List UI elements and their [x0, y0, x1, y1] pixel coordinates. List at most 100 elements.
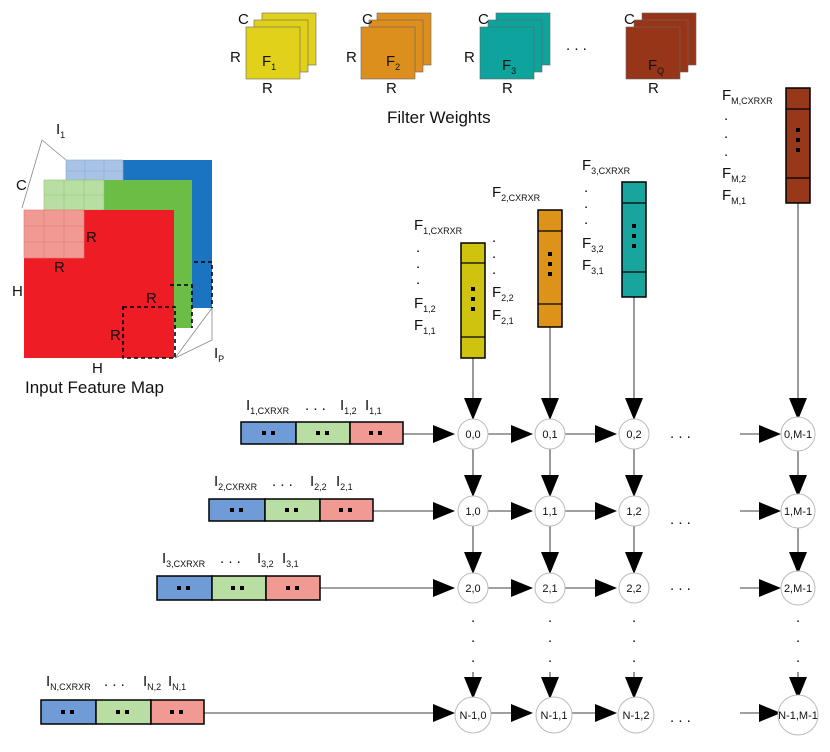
- fm-dashed-patch-red: [122, 306, 176, 359]
- weight-column-m-bar: [785, 87, 811, 204]
- pe-n-1-label: N-1,1: [541, 710, 568, 722]
- pe-1-0-label: 1,0: [465, 506, 480, 518]
- grid-row2-ellipsis: . . .: [670, 511, 691, 528]
- input-row-3-dot-6: [295, 586, 299, 590]
- grid-col2-vdot-3: .: [632, 649, 636, 666]
- input-row-2-label-ellipsis: . . .: [272, 473, 293, 490]
- input-row-2-label-1: I2,1: [336, 473, 353, 492]
- input-row-3-label-cxrxr: I3,CXRXR: [162, 550, 206, 569]
- weight-column-1-low-label: F1,1: [414, 317, 436, 336]
- input-row-n-seg-blue: [40, 699, 97, 725]
- weight-column-3-bar: [621, 181, 647, 298]
- weight-column-m-dot-2: [796, 138, 800, 142]
- pe-n-0-label: N-1,0: [460, 710, 487, 722]
- fm-h-bottom-label: H: [92, 360, 103, 377]
- input-row-3-label-ellipsis: . . .: [220, 550, 241, 567]
- input-row-2-dot-6: [348, 508, 352, 512]
- input-row-n-dot-2: [70, 710, 74, 714]
- input-row-2: I2,CXRXR . . . I2,2 I2,1: [208, 473, 374, 522]
- weight-column-3-top-label: F3,CXRXR: [582, 157, 631, 176]
- weight-column-1: F1,CXRXR . . . F1,2 F1,1: [414, 217, 486, 359]
- weight-column-2: F2,CXRXR . . . F2,2 F2,1: [492, 184, 563, 328]
- input-row-n-seg-green: [95, 699, 152, 725]
- input-row-2-label-cxrxr: I2,CXRXR: [214, 473, 258, 492]
- filter-3-c-label: C: [478, 11, 489, 28]
- pe-0-1-label: 0,1: [542, 429, 557, 441]
- filter-1-label: F1: [262, 53, 276, 72]
- input-row-n-label-ellipsis: . . .: [104, 673, 125, 690]
- pe-0-0: [457, 418, 489, 450]
- filter-2-r-left-label: R: [346, 49, 357, 66]
- pe-0-2: [618, 418, 650, 450]
- fm-h-left-label: H: [12, 283, 23, 300]
- grid-rown-ellipsis: . . .: [670, 709, 691, 726]
- filter-1-layer-front: [245, 26, 301, 80]
- filter-q-r-bottom-label: R: [648, 80, 659, 97]
- input-row-1-label-2: I1,2: [340, 397, 357, 416]
- pe-n-m-label: N-1,M-1: [778, 710, 818, 722]
- input-row-3-dot-2: [186, 586, 190, 590]
- fm-r-label-4: R: [110, 327, 121, 344]
- weight-column-2-vdot-3: .: [492, 261, 496, 278]
- weight-column-m: FM,CXRXR . . . FM,2 FM,1: [722, 87, 811, 206]
- filter-cube-2: F2 C R R: [346, 11, 432, 97]
- pe-1-1-label: 1,1: [542, 506, 557, 518]
- weight-column-1-top-label: F1,CXRXR: [414, 217, 463, 236]
- fm-i1-label: I1: [56, 121, 65, 140]
- weight-column-2-low-label: F2,1: [492, 307, 514, 326]
- grid-row1-ellipsis: . . .: [670, 425, 691, 442]
- filter-q-label: FQ: [648, 57, 664, 76]
- weight-column-3-dot-1: [632, 224, 636, 228]
- grid-colm-vdot-2: .: [796, 629, 800, 646]
- weight-column-3-mid-label: F3,2: [582, 235, 604, 254]
- grid-colm-vdot-1: .: [796, 609, 800, 626]
- filter-2-label: F2: [386, 53, 400, 72]
- fm-perspective-line-1: [21, 139, 43, 209]
- input-row-2-dot-3: [285, 508, 289, 512]
- weight-column-1-mid-label: F1,2: [414, 295, 436, 314]
- weight-column-m-vdot-1: .: [724, 107, 728, 124]
- filter-1-c-label: C: [238, 11, 249, 28]
- weight-column-1-dot-1: [471, 287, 475, 291]
- input-row-n: IN,CXRXR . . . IN,2 IN,1: [40, 673, 205, 725]
- grid-col0-vdot-2: .: [471, 629, 475, 646]
- input-feature-map: I1 C R R R R H H IP Input Feature Map: [12, 121, 224, 397]
- fm-dashed-patch-blue: [194, 261, 213, 308]
- weight-column-1-vdot-1: .: [416, 239, 420, 256]
- pe-1-2-label: 1,2: [626, 506, 641, 518]
- input-row-n-dot-3: [116, 710, 120, 714]
- weight-column-m-low-label: FM,1: [722, 187, 746, 206]
- filter-2-c-label: C: [362, 11, 373, 28]
- input-row-1-dot-5: [369, 431, 373, 435]
- grid-ellipses: . . . . . . . . . . . . . . . . . . . . …: [471, 425, 800, 726]
- input-row-1: I1,CXRXR . . . I1,2 I1,1: [240, 397, 404, 445]
- input-row-3-seg-green: [211, 575, 267, 601]
- pe-2-m-label: 2,M-1: [784, 583, 812, 595]
- filter-3-layer-front: [479, 26, 535, 80]
- pe-n-1: [535, 696, 573, 734]
- fm-c-label: C: [16, 177, 27, 194]
- pe-0-1: [534, 418, 566, 450]
- weight-column-3-vdot-2: .: [584, 195, 588, 212]
- grid-col1-vdot-1: .: [548, 609, 552, 626]
- weight-column-2-bar: [537, 209, 563, 328]
- filter-cube-q: FQ C R: [624, 11, 697, 97]
- filter-3-r-bottom-label: R: [502, 80, 513, 97]
- weight-column-2-dot-2: [548, 262, 552, 266]
- weight-column-m-top-label: FM,CXRXR: [722, 87, 773, 106]
- input-row-2-dot-5: [339, 508, 343, 512]
- pe-0-0-label: 0,0: [465, 429, 480, 441]
- weight-column-3: F3,CXRXR . . . F3,2 F3,1: [582, 157, 647, 298]
- pe-2-1: [534, 572, 566, 604]
- fm-r-label-3: R: [146, 290, 157, 307]
- input-row-2-seg-green: [264, 498, 321, 522]
- input-row-2-seg-blue: [208, 498, 266, 522]
- grid-col0-vdot-3: .: [471, 649, 475, 666]
- grid-col1-vdot-2: .: [548, 629, 552, 646]
- pe-2-0-label: 2,0: [465, 583, 480, 595]
- weight-column-2-dot-3: [548, 272, 552, 276]
- input-row-1-label-ellipsis: . . .: [305, 397, 326, 414]
- fm-dashed-patch-green: [170, 284, 193, 328]
- pe-n-2-label: N-1,2: [623, 710, 650, 722]
